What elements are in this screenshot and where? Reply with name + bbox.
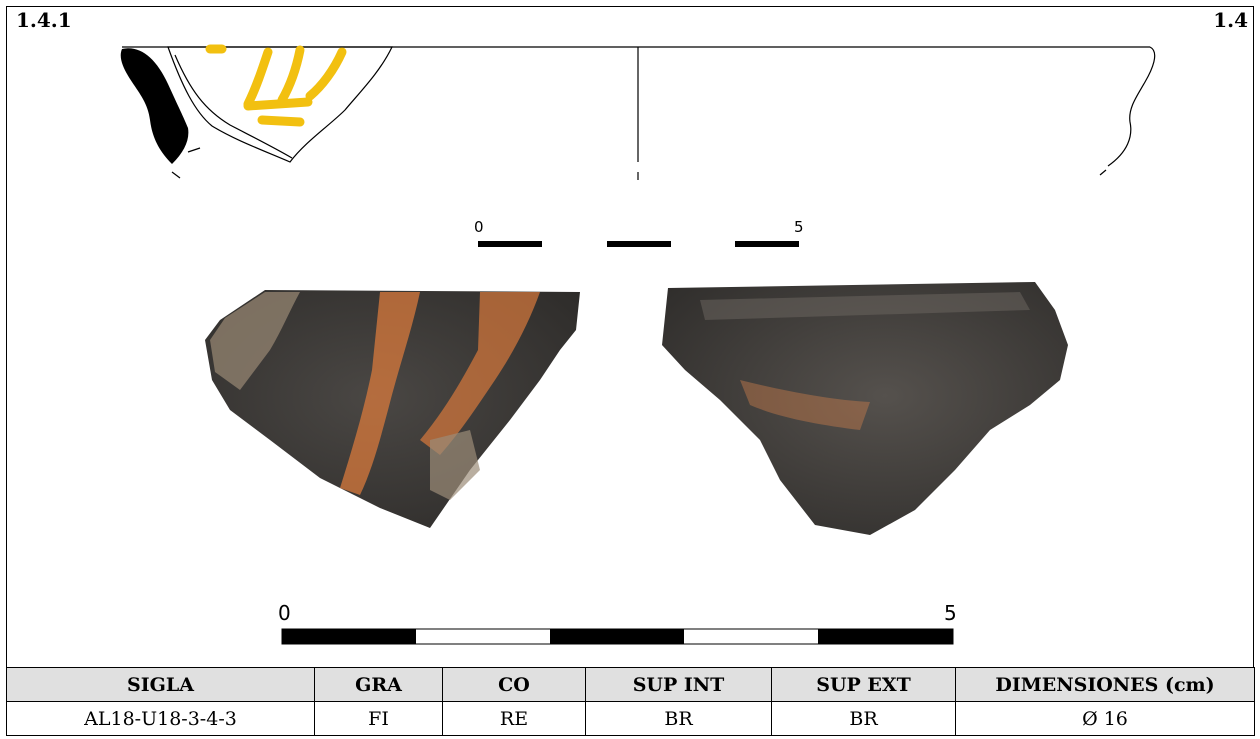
lower-scale-label-end: 5 — [944, 601, 957, 625]
right-profile — [1107, 46, 1156, 167]
header-dimensiones: DIMENSIONES (cm) — [955, 667, 1255, 702]
painted-bands — [205, 44, 347, 127]
cell-gra: FI — [314, 701, 443, 736]
catalog-table: SIGLA GRA CO SUP INT SUP EXT DIMENSIONES… — [6, 667, 1255, 736]
photo-sherd-exterior — [205, 290, 580, 528]
header-sigla: SIGLA — [6, 667, 315, 702]
cell-sup-ext: BR — [771, 701, 956, 736]
header-co: CO — [442, 667, 586, 702]
cell-dimensiones: Ø 16 — [955, 701, 1255, 736]
header-sup-int: SUP INT — [585, 667, 772, 702]
left-profile-dash2 — [171, 171, 181, 179]
table-row: AL18-U18-3-4-3 FI RE BR BR Ø 16 — [6, 701, 1255, 736]
sherd-outline-drawing — [167, 46, 393, 163]
section-fill — [120, 48, 189, 165]
lower-scale-label-start: 0 — [278, 601, 291, 625]
upper-scale-bar — [478, 241, 799, 247]
photo-sherd-interior — [662, 282, 1068, 535]
right-profile-dash — [1099, 169, 1107, 176]
header-sup-ext: SUP EXT — [771, 667, 956, 702]
lower-scale-bar — [281, 628, 954, 645]
upper-scale-label-end: 5 — [794, 218, 804, 236]
left-profile-dash — [187, 147, 201, 153]
vessel-profile-drawing — [122, 46, 1156, 180]
header-gra: GRA — [314, 667, 443, 702]
catalog-id-left: 1.4.1 — [16, 8, 72, 32]
cell-co: RE — [442, 701, 586, 736]
cell-sigla: AL18-U18-3-4-3 — [6, 701, 315, 736]
sherd-outline-inner — [174, 54, 293, 159]
table-header-row: SIGLA GRA CO SUP INT SUP EXT DIMENSIONES… — [6, 667, 1255, 702]
catalog-id-right: 1.4 — [1213, 8, 1248, 32]
upper-scale-label-start: 0 — [474, 218, 484, 236]
cell-sup-int: BR — [585, 701, 772, 736]
